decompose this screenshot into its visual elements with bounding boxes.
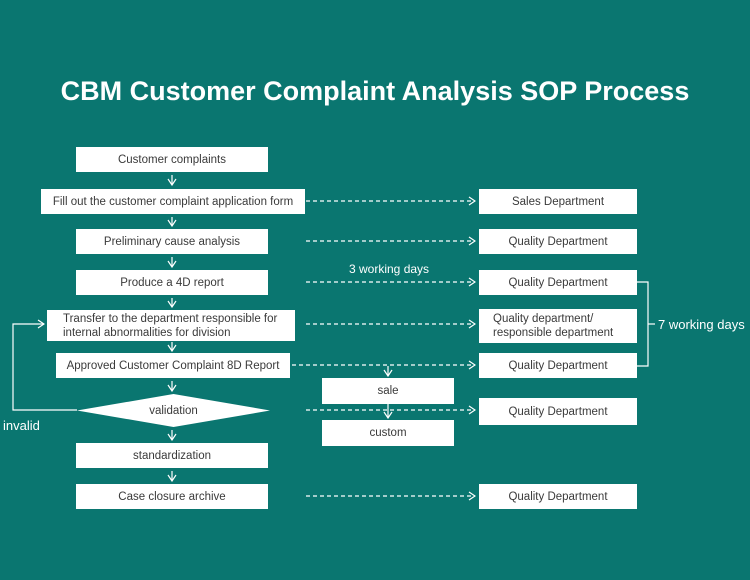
step-standardization: standardization [76, 443, 268, 468]
label-3-working-days: 3 working days [349, 262, 430, 276]
sub-box-custom: custom [322, 420, 454, 446]
step-4d-report: Produce a 4D report [76, 270, 268, 295]
dept-quality: Quality Department [479, 229, 637, 254]
dept-quality-responsible: Quality department/ responsible departme… [479, 309, 637, 343]
invalid-loop-arrow [12, 324, 77, 411]
dept-quality: Quality Department [479, 270, 637, 295]
sub-box-sale: sale [322, 378, 454, 404]
step-fill-form: Fill out the customer complaint applicat… [41, 189, 305, 214]
step-approved-8d: Approved Customer Complaint 8D Report [56, 353, 290, 378]
dept-sales: Sales Department [479, 189, 637, 214]
dept-quality: Quality Department [479, 398, 637, 425]
step-validation: validation [149, 404, 198, 417]
step-transfer: Transfer to the department responsible f… [47, 310, 295, 341]
label-invalid: invalid [3, 418, 40, 433]
label-7-working-days: 7 working days [658, 317, 745, 332]
page-title: CBM Customer Complaint Analysis SOP Proc… [60, 76, 690, 106]
dept-quality: Quality Department [479, 353, 637, 378]
step-case-closure: Case closure archive [76, 484, 268, 509]
bracket [637, 281, 649, 367]
step-preliminary-analysis: Preliminary cause analysis [76, 229, 268, 254]
step-customer-complaints: Customer complaints [76, 147, 268, 172]
validation-diamond [77, 394, 270, 427]
dept-quality: Quality Department [479, 484, 637, 509]
